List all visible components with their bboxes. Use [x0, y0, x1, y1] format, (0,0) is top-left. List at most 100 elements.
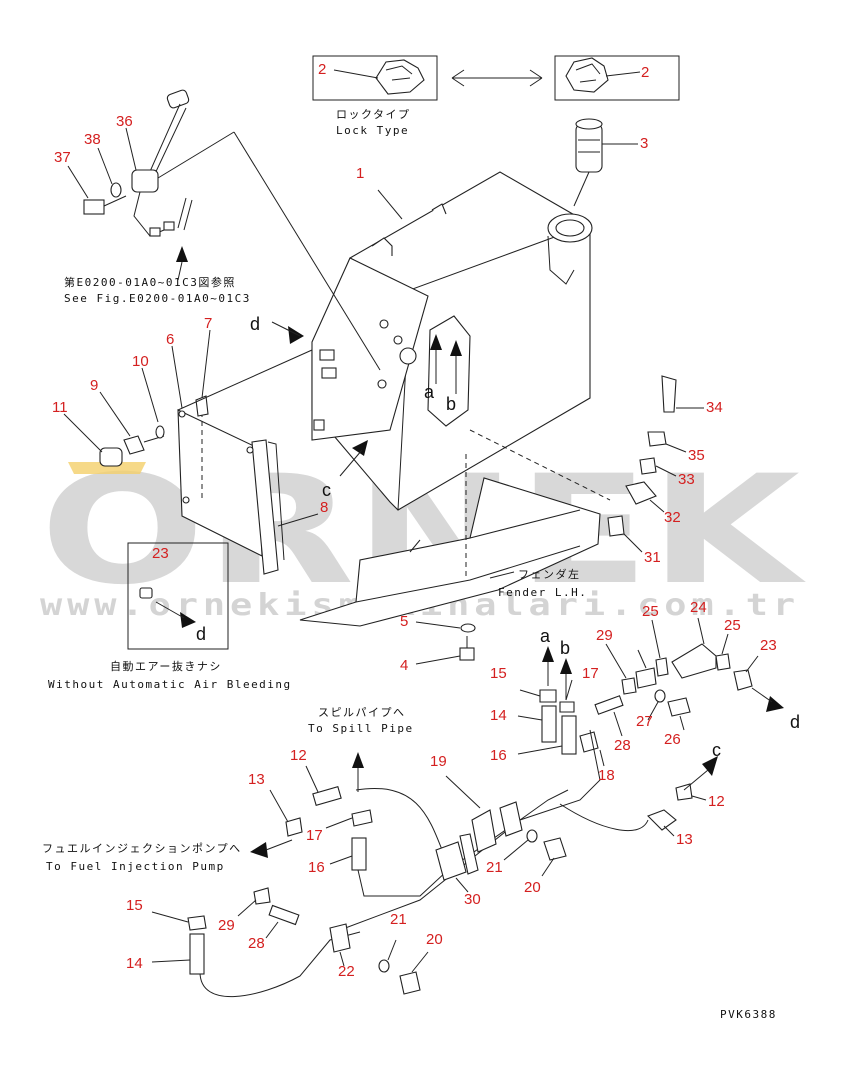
callout-32[interactable]: 32 [664, 509, 681, 526]
leader-4 [415, 655, 461, 665]
hose-13b [647, 809, 677, 831]
hose-14a [541, 705, 557, 743]
callout-12a[interactable]: 12 [290, 747, 307, 764]
leader-15a [519, 689, 541, 697]
leader-13b [663, 825, 675, 837]
clamp-19b [499, 801, 523, 837]
callout-21b[interactable]: 21 [390, 911, 407, 928]
callout-20a[interactable]: 20 [524, 879, 541, 896]
callout-20b[interactable]: 20 [426, 931, 443, 948]
callout-9[interactable]: 9 [90, 377, 98, 394]
filler-neck-inner [555, 219, 585, 237]
lock-type-jp: ロックタイプ [336, 108, 411, 121]
callout-1[interactable]: 1 [356, 165, 364, 182]
callout-14b[interactable]: 14 [126, 955, 143, 972]
hose-34 [661, 375, 677, 413]
callout-4[interactable]: 4 [400, 657, 408, 674]
leader-29b [237, 899, 257, 917]
d-arrow-3-tail [751, 687, 773, 703]
callout-2a[interactable]: 2 [318, 61, 326, 78]
callout-23a[interactable]: 23 [152, 545, 169, 562]
bolt-4-head [459, 647, 475, 661]
callout-17b[interactable]: 17 [306, 827, 323, 844]
leader-12b [691, 795, 707, 801]
leader-14a [517, 715, 543, 721]
callout-33[interactable]: 33 [678, 471, 695, 488]
pump-arrow [250, 842, 268, 858]
callout-16a[interactable]: 16 [490, 747, 507, 764]
leader-18 [599, 749, 605, 767]
plug-23 [733, 669, 753, 691]
callout-12b[interactable]: 12 [708, 793, 725, 810]
c-line [559, 803, 649, 832]
see-fig-en: See Fig.E0200-01A0~01C3 [64, 292, 251, 305]
c-arrow-2-tail [683, 769, 709, 791]
clip-15b [187, 915, 207, 931]
callout-10[interactable]: 10 [132, 353, 149, 370]
mid-piping [517, 617, 784, 767]
cap-3-axis [573, 171, 590, 207]
clip-29b [253, 887, 271, 905]
callout-34[interactable]: 34 [706, 399, 723, 416]
leader-22 [339, 951, 345, 967]
washer-27 [654, 689, 666, 703]
c-arrow-1-tail [339, 449, 363, 477]
callout-29a[interactable]: 29 [596, 627, 613, 644]
callout-24[interactable]: 24 [690, 599, 707, 616]
ref-b1: b [446, 394, 456, 414]
no-air-bleed-box [127, 542, 229, 650]
callout-2b[interactable]: 2 [641, 64, 649, 81]
callout-28b[interactable]: 28 [248, 935, 265, 952]
nut-9 [123, 435, 145, 455]
clamp-19a [471, 809, 497, 853]
callout-7[interactable]: 7 [204, 315, 212, 332]
spill-pipe-arrow [352, 752, 364, 768]
fender-body [299, 477, 601, 627]
plate-port [399, 347, 417, 365]
callout-14a[interactable]: 14 [490, 707, 507, 724]
callout-11[interactable]: 11 [52, 399, 68, 416]
leader-5 [415, 621, 461, 629]
callout-30[interactable]: 30 [464, 891, 481, 908]
hose-16a [561, 715, 577, 755]
cover-hole-3 [182, 496, 190, 504]
callout-31[interactable]: 31 [644, 549, 661, 566]
callout-3[interactable]: 3 [640, 135, 648, 152]
callout-29b[interactable]: 29 [218, 917, 235, 934]
leader-10 [141, 367, 159, 423]
cover-hole-2 [246, 446, 254, 454]
callout-13a[interactable]: 13 [248, 771, 265, 788]
callout-8[interactable]: 8 [320, 499, 328, 516]
callout-23b[interactable]: 23 [760, 637, 777, 654]
ref-c1: c [322, 480, 331, 500]
callout-6[interactable]: 6 [166, 331, 174, 348]
callout-25a[interactable]: 25 [642, 603, 659, 620]
callout-21a[interactable]: 21 [486, 859, 503, 876]
fender-jp: フェンダ左 [518, 567, 581, 581]
callout-22[interactable]: 22 [338, 963, 355, 980]
callout-15a[interactable]: 15 [490, 665, 507, 682]
callout-25b[interactable]: 25 [724, 617, 741, 634]
callout-18[interactable]: 18 [598, 767, 615, 784]
callout-16b[interactable]: 16 [308, 859, 325, 876]
leader-38 [97, 147, 113, 185]
callout-13b[interactable]: 13 [676, 831, 693, 848]
callout-15b[interactable]: 15 [126, 897, 143, 914]
callout-37[interactable]: 37 [54, 149, 71, 166]
lock-cap-box-left [312, 55, 438, 101]
callout-28a[interactable]: 28 [614, 737, 631, 754]
callout-36[interactable]: 36 [116, 113, 133, 130]
leader-16b [329, 855, 353, 865]
leader-7 [201, 329, 211, 399]
callout-26[interactable]: 26 [664, 731, 681, 748]
callout-38[interactable]: 38 [84, 131, 101, 148]
clip-35 [647, 431, 667, 447]
callout-27[interactable]: 27 [636, 713, 653, 730]
callout-35[interactable]: 35 [688, 447, 705, 464]
callout-17a[interactable]: 17 [582, 665, 599, 682]
callout-19[interactable]: 19 [430, 753, 447, 770]
callout-5[interactable]: 5 [400, 613, 408, 630]
clip-15a [539, 689, 557, 703]
leader-19 [445, 775, 481, 809]
tank-ref-arrows [271, 321, 462, 477]
